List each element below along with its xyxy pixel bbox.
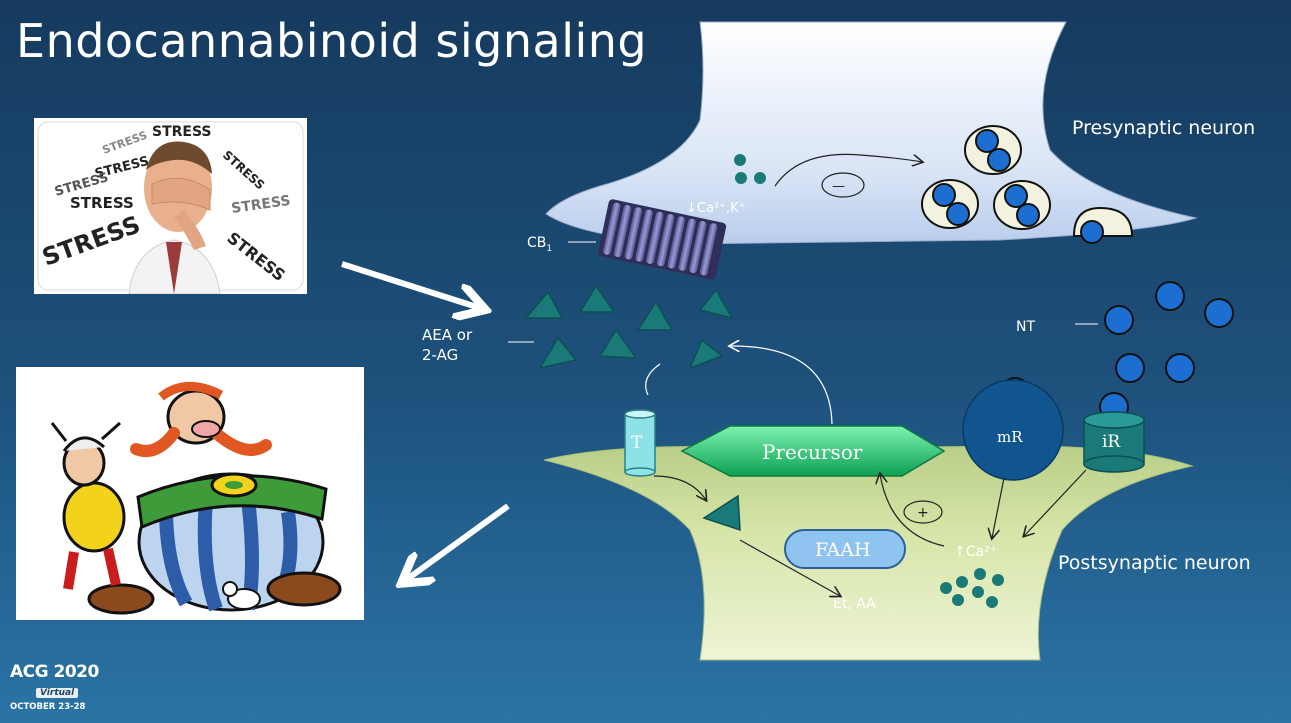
vesicle-group (921, 125, 1134, 244)
stress-arrow (341, 261, 480, 308)
ionotropic-receptor (1083, 411, 1145, 473)
ion-flux-label: ↓Ca²⁺,K⁺ (686, 201, 746, 216)
metabotropic-receptor (962, 379, 1064, 481)
nt-label: NT (1016, 319, 1035, 335)
transporter-label: T (631, 433, 643, 453)
inhibit-sign: — (832, 179, 845, 194)
stress-word: STRESS (152, 124, 212, 140)
cb1-label: CB1 (527, 235, 552, 254)
event-dates: OCTOBER 23-28 (10, 702, 86, 712)
calcium-rise-label: ↑Ca²⁺ (954, 544, 997, 560)
neurotransmitter-dots (1000, 281, 1234, 422)
faah-label: FAAH (815, 539, 871, 561)
event-logo: ACG 2020 Virtual OCTOBER 23-28 (10, 662, 110, 712)
precursor-shape (680, 425, 946, 477)
cb1-receptor (598, 199, 727, 280)
mr-label: mR (997, 428, 1023, 446)
response-arrow (406, 503, 510, 580)
ir-label: iR (1102, 432, 1121, 452)
et-aa-label: Et, AA (833, 596, 876, 612)
stress-word: STRESS (70, 194, 134, 212)
aea-label-line1: AEA or (422, 326, 473, 344)
stress-photo: STRESS STRESS STRESS STRESS STRESS STRES… (34, 118, 307, 295)
cartoon-image (16, 367, 364, 620)
endocannabinoid-ligands (524, 284, 741, 532)
aea-label-line2: 2-AG (422, 346, 458, 364)
transporter (624, 409, 656, 477)
presynaptic-label: Presynaptic neuron (1072, 117, 1255, 139)
presynaptic-ion-dots (734, 154, 766, 184)
calcium-dots (940, 568, 1004, 608)
slide-title: Endocannabinoid signaling (16, 14, 648, 68)
stimulate-sign: + (917, 505, 929, 521)
logo-main: ACG 2020 (10, 662, 99, 682)
faah-enzyme (784, 529, 906, 569)
logo-virtual: Virtual (36, 688, 79, 698)
precursor-label: Precursor (762, 440, 863, 464)
postsynaptic-label: Postsynaptic neuron (1058, 552, 1251, 574)
